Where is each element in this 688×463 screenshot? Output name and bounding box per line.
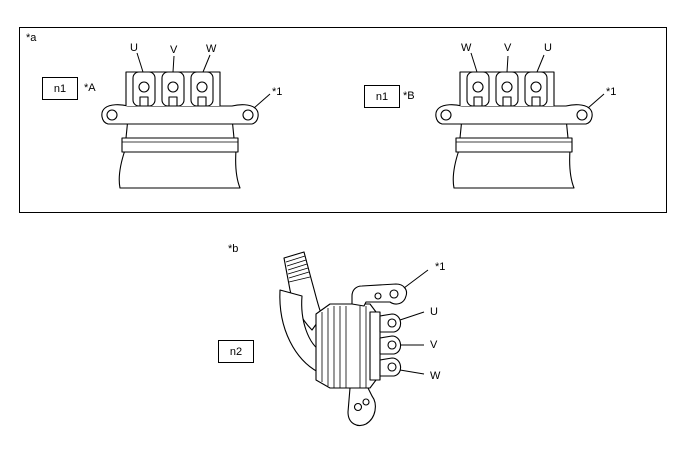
view-a-tag: *a [26,32,37,44]
part-label-left: *1 [272,86,283,98]
connector-a-label: *A [84,82,96,94]
terminal-label-left-3: W [206,43,217,55]
callout-n1-right: n1 [364,85,400,108]
terminal-label-left-2: V [170,44,178,56]
connector-a-drawing [101,52,271,189]
connector-side-drawing [279,251,429,427]
view-a-frame [19,27,667,213]
terminal-label-side-1: U [430,306,438,318]
terminal-label-side-3: W [430,370,441,382]
terminal-label-right-1: W [461,42,472,54]
callout-n2: n2 [218,340,254,363]
terminal-label-left-1: U [130,42,138,54]
terminal-label-side-2: V [430,339,438,351]
connector-b-label: *B [403,90,415,102]
connector-b-drawing [435,52,605,189]
view-b-tag: *b [228,243,239,255]
terminal-label-right-3: U [544,42,552,54]
part-label-right: *1 [606,86,617,98]
part-label-side: *1 [435,261,446,273]
callout-n1-left: n1 [42,77,78,100]
terminal-label-right-2: V [504,42,512,54]
